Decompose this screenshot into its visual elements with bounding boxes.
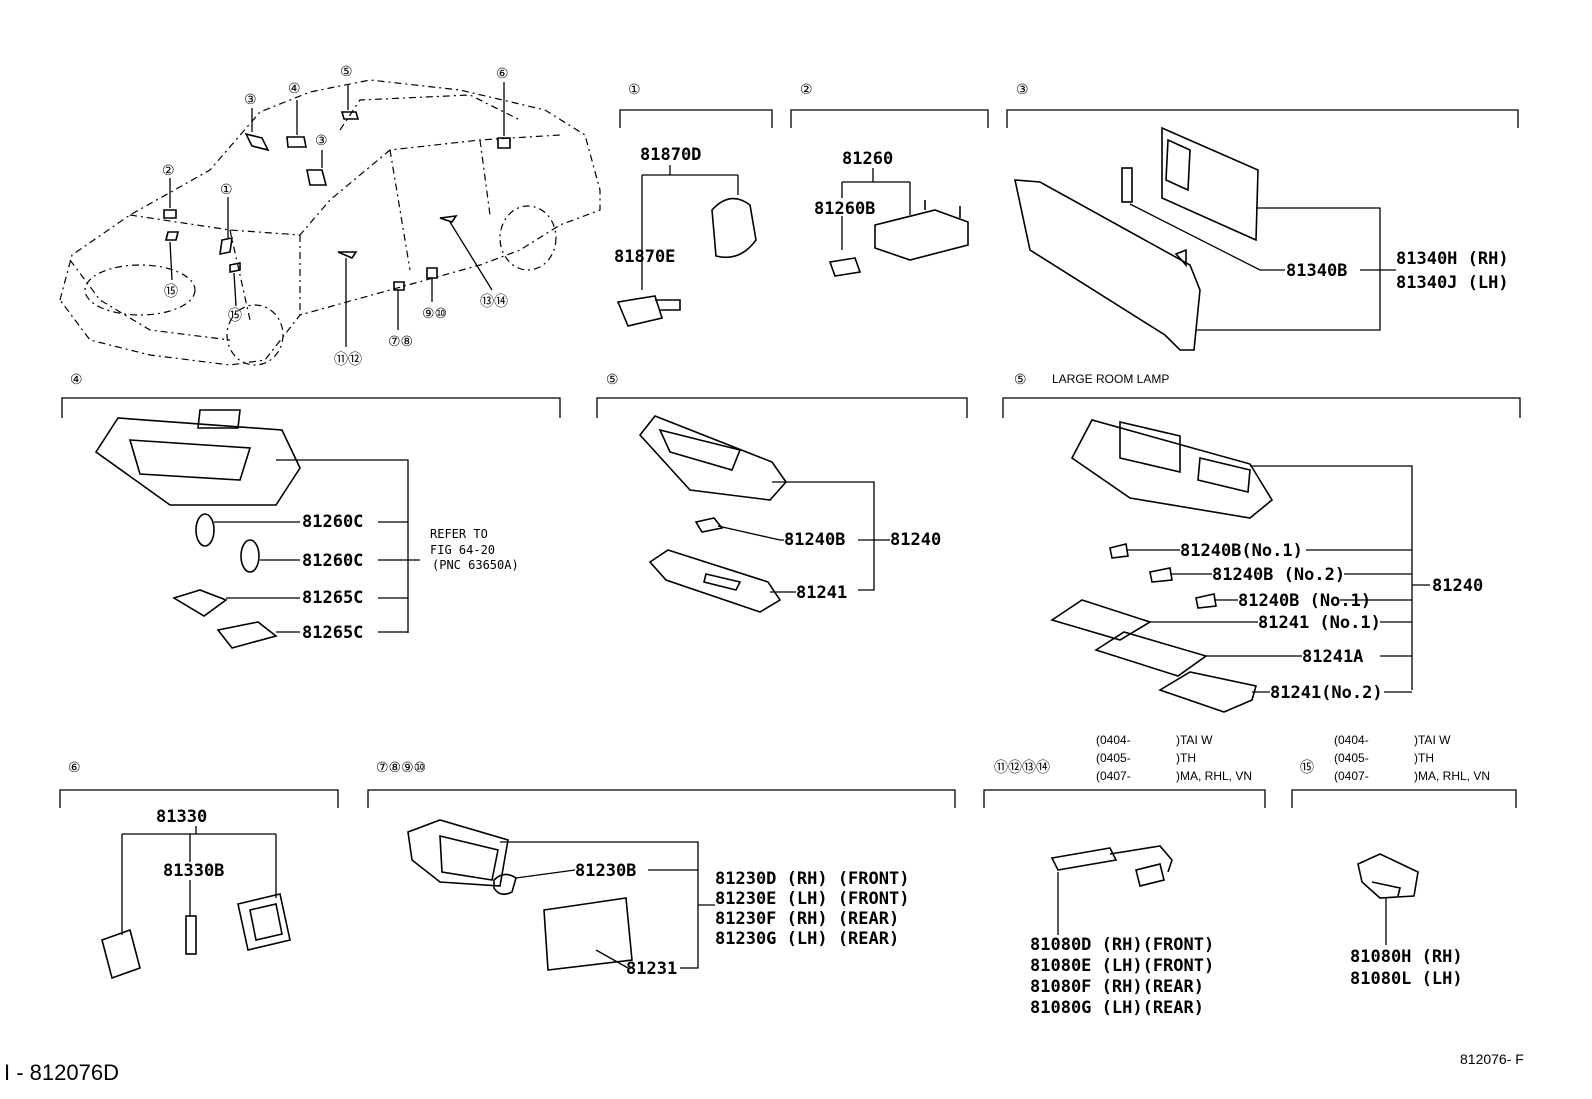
section-6: ⑥ 81330 81330B — [59, 759, 339, 980]
part-81231: 81231 — [626, 959, 677, 979]
refer-line-3: (PNC 63650A) — [432, 558, 519, 572]
section-15-marker: ⑮ — [1300, 759, 1314, 775]
part-81330: 81330 — [156, 807, 207, 827]
part-81230G: 81230G (LH) (REAR) — [715, 929, 899, 949]
section-5-large-room-lamp: ⑤ LARGE ROOM LAMP 81240B(No.1) 81240B (N… — [1002, 371, 1521, 713]
callout-4: ④ — [288, 80, 301, 96]
section-5-marker: ⑤ — [606, 371, 619, 387]
callout-3a: ③ — [244, 91, 257, 107]
part-81241-no2: 81241(No.2) — [1270, 683, 1383, 703]
s11-date-3: (0407- — [1096, 769, 1131, 783]
section-7-10-marker: ⑦⑧⑨⑩ — [376, 759, 426, 775]
s15-code-3: )MA, RHL, VN — [1414, 769, 1490, 783]
s15-date-1: (0404- — [1334, 733, 1369, 747]
callout-5: ⑤ — [340, 63, 353, 79]
part-81240B-no1-a: 81240B(No.1) — [1180, 541, 1303, 561]
callout-13-14: ⑬⑭ — [480, 293, 508, 309]
section-5-large-marker: ⑤ — [1014, 371, 1027, 387]
figure-id-left: I - 812076D — [4, 1060, 119, 1085]
part-81260: 81260 — [842, 149, 893, 169]
part-81230F: 81230F (RH) (REAR) — [715, 909, 899, 929]
part-81241-no1: 81241 (No.1) — [1258, 613, 1381, 633]
part-81240-large: 81240 — [1432, 576, 1483, 596]
part-81330B: 81330B — [163, 861, 224, 881]
section-4-marker: ④ — [70, 371, 83, 387]
section-3: ③ 81340B 81340H (RH) 81340J (LH) — [1006, 81, 1519, 351]
callout-9-10: ⑨⑩ — [422, 305, 447, 321]
callout-7-8: ⑦⑧ — [388, 333, 413, 349]
part-81241: 81241 — [796, 583, 847, 603]
section-2: ② 81260 81260B — [790, 81, 989, 277]
callout-6: ⑥ — [496, 65, 509, 81]
part-81265C-b: 81265C — [302, 623, 363, 643]
section-11-14-marker: ⑪⑫⑬⑭ — [994, 759, 1050, 775]
callout-15b: ⑮ — [228, 307, 242, 323]
section-15: ⑮ (0404- (0405- (0407- )TAI W )TH )MA, R… — [1291, 733, 1517, 989]
section-2-marker: ② — [800, 81, 813, 97]
part-81870E: 81870E — [614, 247, 675, 267]
part-81230D: 81230D (RH) (FRONT) — [715, 869, 909, 889]
part-81240B: 81240B — [784, 530, 845, 550]
section-7-10: ⑦⑧⑨⑩ 81230B 81231 81230D (RH) (FRONT) 81… — [367, 759, 956, 979]
section-5: ⑤ 81240B 81240 81241 — [596, 371, 968, 613]
figure-id-right: 812076- F — [1460, 1051, 1524, 1067]
callout-11-12: ⑪⑫ — [334, 351, 362, 367]
s11-code-1: )TAI W — [1176, 733, 1213, 747]
section-4: ④ 81260C 81260C 81265C 81265C REFER TO F… — [61, 371, 561, 649]
s11-code-2: )TH — [1176, 751, 1196, 765]
part-81340H: 81340H (RH) — [1396, 249, 1509, 269]
section-6-marker: ⑥ — [68, 759, 81, 775]
s15-date-3: (0407- — [1334, 769, 1369, 783]
s11-date-1: (0404- — [1096, 733, 1131, 747]
s15-date-2: (0405- — [1334, 751, 1369, 765]
s11-date-2: (0405- — [1096, 751, 1131, 765]
s11-code-3: )MA, RHL, VN — [1176, 769, 1252, 783]
large-room-lamp-title: LARGE ROOM LAMP — [1052, 372, 1169, 386]
part-81240B-no1-b: 81240B (No.1) — [1238, 591, 1371, 611]
refer-line-1: REFER TO — [430, 527, 488, 541]
part-81080L: 81080L (LH) — [1350, 969, 1463, 989]
section-1-marker: ① — [628, 81, 641, 97]
callout-3b: ③ — [315, 132, 328, 148]
part-81080E: 81080E (LH)(FRONT) — [1030, 956, 1214, 976]
part-81340B: 81340B — [1286, 261, 1347, 281]
section-1: ① 81870D 81870E — [614, 81, 773, 327]
part-81340J: 81340J (LH) — [1396, 273, 1509, 293]
car-overview: ③ ④ ③ ⑤ ⑥ ② ① ⑮ ⑮ ⑪⑫ ⑦⑧ ⑨⑩ ⑬⑭ — [59, 63, 601, 367]
s15-code-2: )TH — [1414, 751, 1434, 765]
part-81241A: 81241A — [1302, 647, 1363, 667]
part-81870D: 81870D — [640, 145, 701, 165]
part-81265C-a: 81265C — [302, 588, 363, 608]
part-81260C-a: 81260C — [302, 512, 363, 532]
part-81230B: 81230B — [575, 861, 636, 881]
section-11-14: ⑪⑫⑬⑭ (0404- (0405- (0407- )TAI W )TH )MA… — [983, 733, 1266, 1018]
part-81240: 81240 — [890, 530, 941, 550]
part-81080G: 81080G (LH)(REAR) — [1030, 998, 1204, 1018]
part-81260C-b: 81260C — [302, 551, 363, 571]
part-81080F: 81080F (RH)(REAR) — [1030, 977, 1204, 997]
part-81240B-no2: 81240B (No.2) — [1212, 565, 1345, 585]
refer-line-2: FIG 64-20 — [430, 543, 495, 557]
s15-code-1: )TAI W — [1414, 733, 1451, 747]
part-81230E: 81230E (LH) (FRONT) — [715, 889, 909, 909]
callout-2: ② — [162, 162, 175, 178]
part-81260B: 81260B — [814, 199, 875, 219]
section-3-marker: ③ — [1016, 81, 1029, 97]
part-81080H: 81080H (RH) — [1350, 947, 1463, 967]
callout-1: ① — [220, 181, 233, 197]
part-81080D: 81080D (RH)(FRONT) — [1030, 935, 1214, 955]
callout-15a: ⑮ — [164, 283, 178, 299]
